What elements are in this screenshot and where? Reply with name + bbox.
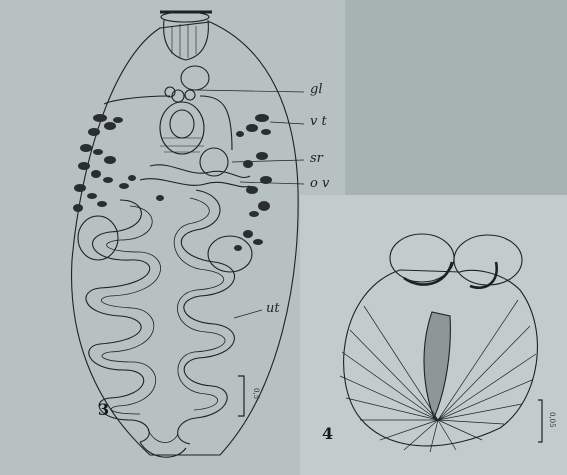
label-vt: v t xyxy=(310,114,327,129)
figure-number-3: 3 xyxy=(98,400,109,419)
label-sr: sr xyxy=(310,151,323,166)
label-ut: ut xyxy=(266,301,280,316)
label-ov: o v xyxy=(310,176,329,191)
label-gl: gl xyxy=(310,82,322,97)
figure-number-4: 4 xyxy=(322,424,333,443)
scale-label-fig4: 0,05 xyxy=(548,412,556,428)
paper-left xyxy=(0,0,345,475)
scale-label-fig3: 0,5 xyxy=(252,388,260,399)
